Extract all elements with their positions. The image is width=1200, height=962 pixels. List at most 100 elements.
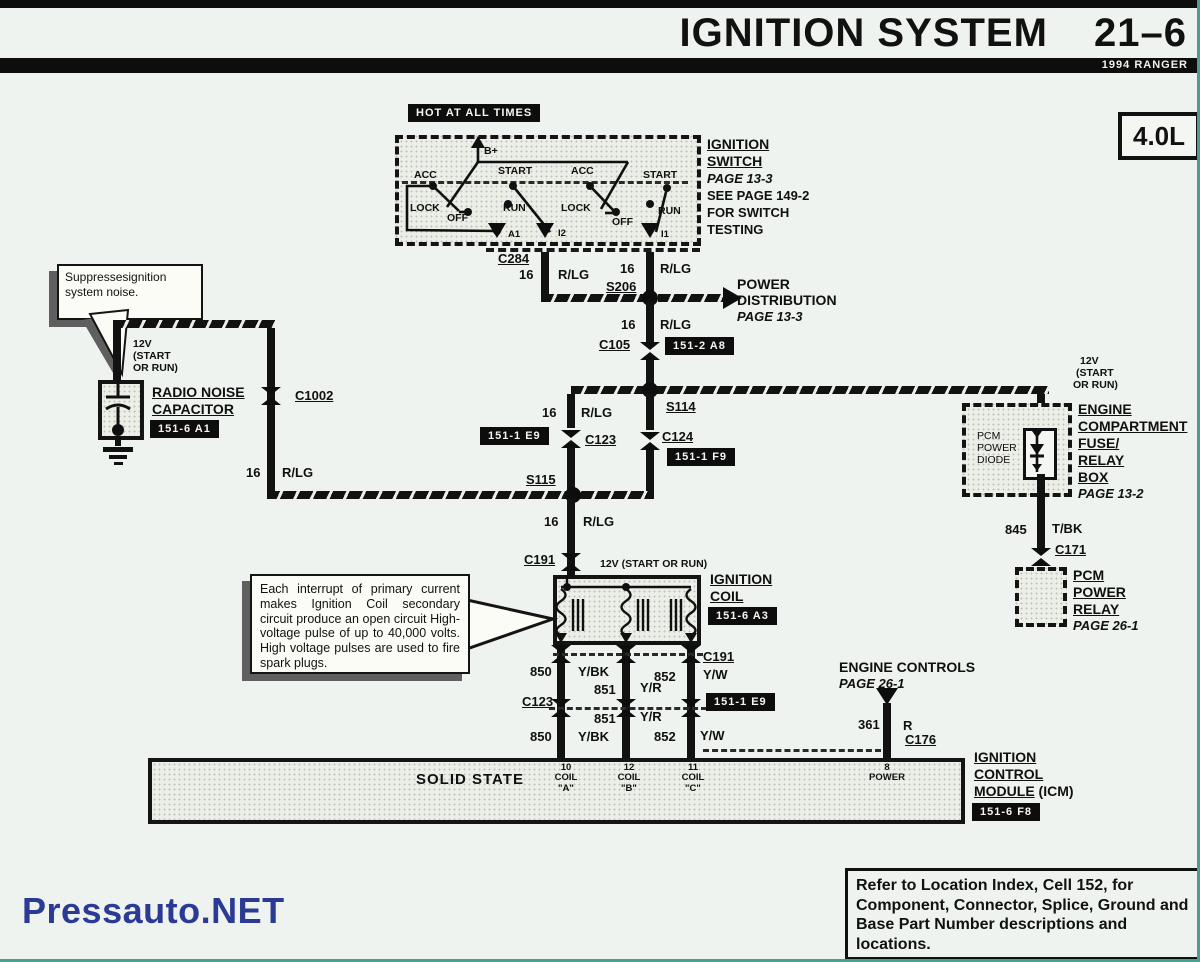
pin-power-line1: POWER	[869, 772, 905, 784]
relay-label-2: POWER	[1073, 584, 1126, 600]
color-yw-bot: Y/W	[700, 728, 725, 743]
color-ybk-top: Y/BK	[578, 664, 610, 679]
ignition-coil-label-1: IGNITION	[710, 571, 773, 587]
icm-bar	[148, 758, 965, 824]
wire-cap-top	[113, 320, 275, 328]
wire-engine-controls	[883, 703, 891, 758]
wire-s115-coil	[567, 499, 575, 577]
engine-controls-arrow	[876, 688, 898, 705]
switch-page-ref: PAGE 13-3	[707, 171, 773, 186]
wire-c123-s115	[567, 448, 575, 495]
cap-volt-1: 12V	[133, 338, 152, 350]
pin-power-number: 8	[884, 762, 890, 773]
fusebox-page-ref: PAGE 13-2	[1078, 486, 1144, 501]
location-index-note-text: Refer to Location Index, Cell 152, for C…	[856, 877, 1189, 953]
gauge-16-b: 16	[620, 261, 635, 276]
fusebox-label-4: RELAY	[1078, 452, 1125, 468]
wire-s115-bus	[267, 491, 654, 499]
relay-label-1: PCM	[1073, 567, 1105, 583]
gauge-16-e: 16	[246, 465, 261, 480]
pin-coil-a-line1: COIL	[554, 772, 578, 784]
cap-volt-2: (START	[133, 350, 171, 362]
coil-volt-label: 12V (START OR RUN)	[600, 558, 708, 570]
capacitor-label-1: RADIO NOISE	[152, 384, 245, 400]
pin-coil-b-line1: COIL	[617, 772, 641, 784]
wire-c105-s114	[646, 360, 654, 390]
start-right-label: START	[643, 169, 678, 181]
title-text: IGNITION SYSTEM	[679, 11, 1048, 55]
terminal-i2-label: I2	[558, 228, 566, 239]
radio-noise-capacitor-box	[98, 380, 144, 440]
power-dist-label-2: DISTRIBUTION	[737, 292, 837, 308]
cap-volt-3: OR RUN)	[133, 362, 178, 374]
gauge-16-d: 16	[542, 405, 557, 420]
coil-note-text: Each interrupt of primary current makes …	[260, 582, 460, 670]
noise-callout: Suppressesignition system noise.	[57, 264, 203, 320]
c123-row-grid-badge: 151-1 E9	[706, 693, 775, 711]
color-yw-top: Y/W	[703, 667, 728, 682]
terminal-a1-label: A1	[508, 229, 521, 240]
wire-power-dist	[658, 294, 724, 302]
c105-label: C105	[599, 337, 631, 352]
pin-coil-b-number: 12	[623, 762, 635, 773]
solid-state-label: SOLID STATE	[416, 771, 524, 788]
fusebox-label-3: FUSE/	[1078, 435, 1120, 451]
color-tbk: T/BK	[1052, 521, 1083, 536]
gauge-852-top: 852	[654, 669, 676, 684]
color-r: R	[903, 718, 913, 733]
coil-grid-badge: 151-6 A3	[708, 607, 777, 625]
ignition-switch-label-2: SWITCH	[707, 153, 763, 169]
run-right-label: RUN	[658, 205, 681, 217]
color-rlg-d: R/LG	[581, 405, 613, 420]
color-rlg-e: R/LG	[282, 465, 314, 480]
c171-connector-symbol	[1031, 548, 1051, 566]
off-right-label: OFF	[612, 216, 633, 228]
location-index-note: Refer to Location Index, Cell 152, for C…	[845, 868, 1197, 959]
icm-row-dashline	[703, 749, 881, 752]
c191-row-conn-a	[551, 645, 571, 663]
fusebox-label-1: ENGINE	[1078, 401, 1132, 417]
c123-row-conn-b	[616, 699, 636, 717]
color-yr-bot: Y/R	[640, 709, 662, 724]
lock-left-label: LOCK	[410, 202, 440, 214]
ground-symbol	[100, 436, 140, 466]
color-rlg-c: R/LG	[660, 317, 692, 332]
gauge-16-f: 16	[544, 514, 559, 529]
pcm-diode-label-2: POWER	[977, 442, 1017, 454]
hot-at-all-times-badge: HOT AT ALL TIMES	[408, 104, 541, 122]
terminal-i1-arrow	[641, 223, 659, 238]
relay-label-3: RELAY	[1073, 601, 1120, 617]
c123-row-conn-c	[681, 699, 701, 717]
pin-coil-c-number: 11	[687, 762, 699, 773]
c171-label: C171	[1055, 542, 1087, 557]
wire-cap-drop	[113, 328, 121, 382]
pin-coil-c-line1: COIL	[681, 772, 705, 784]
switch-testing-label: TESTING	[707, 222, 764, 237]
lock-right-label: LOCK	[561, 202, 591, 214]
c191-row-dashline	[553, 653, 703, 656]
fusebox-label-5: BOX	[1078, 469, 1109, 485]
page-title: IGNITION SYSTEM 21–6	[680, 11, 1187, 56]
start-left-label: START	[498, 165, 533, 177]
fusebox-volt-2: (START	[1076, 367, 1114, 379]
fusebox-volt-1: 12V	[1080, 355, 1099, 367]
terminal-a1-arrow	[488, 223, 506, 238]
c123-row-label: C123	[522, 694, 554, 709]
pin-coil-a: 10 COIL "A"	[554, 762, 578, 794]
c123-grid-badge: 151-1 E9	[480, 427, 549, 445]
pcm-diode-symbol	[1030, 430, 1044, 472]
gauge-845: 845	[1005, 522, 1027, 537]
pcm-diode-label-3: DIODE	[977, 454, 1011, 466]
c123-row-dashline	[549, 707, 707, 710]
c1002-connector-symbol	[261, 387, 281, 405]
noise-callout-line1: Suppressesignition	[65, 270, 167, 284]
c124-label: C124	[662, 429, 694, 444]
wire-i2-elbow	[541, 294, 654, 302]
engine-badge: 4.0L	[1118, 112, 1197, 160]
c1002-label: C1002	[295, 388, 334, 403]
power-dist-label-1: POWER	[737, 276, 790, 292]
pin-coil-c: 11 COIL "C"	[681, 762, 705, 794]
coil-note-callout: Each interrupt of primary current makes …	[250, 574, 470, 674]
ignition-switch-label-1: IGNITION	[707, 136, 770, 152]
c191-label: C191	[524, 552, 556, 567]
